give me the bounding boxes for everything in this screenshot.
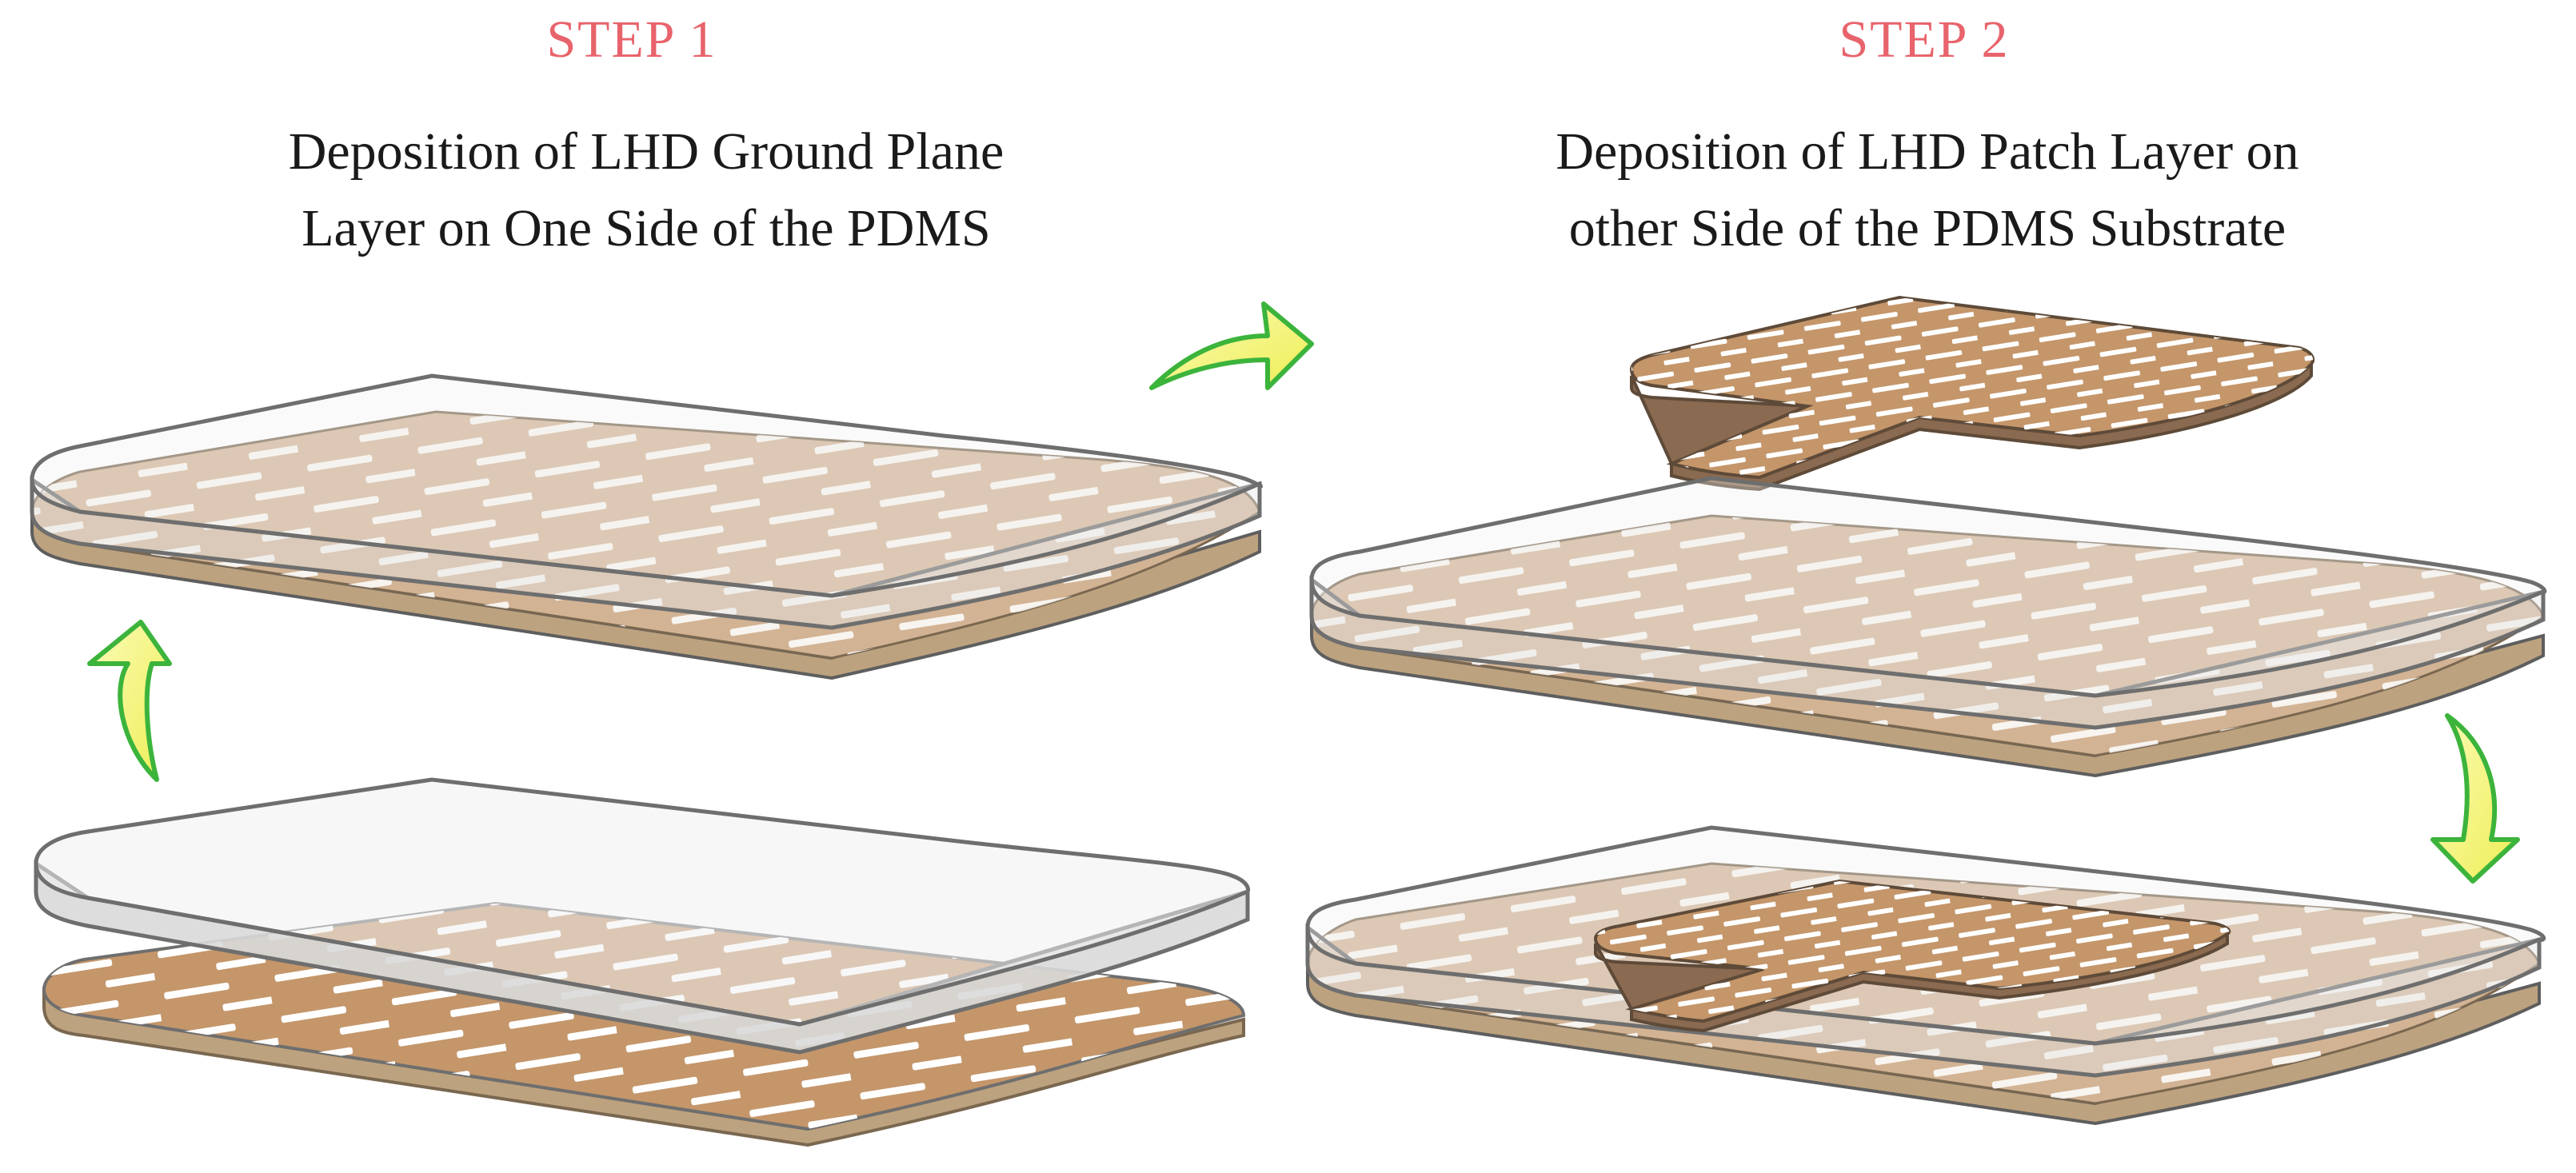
lhd-layer-edge <box>30 509 1261 680</box>
step-1-label: STEP 1 <box>546 10 717 69</box>
pdms-top <box>1309 476 2547 698</box>
step1-ground-plane-on-pdms <box>30 373 1263 680</box>
pdms-edge <box>1305 924 2542 1078</box>
lhd-fiber-texture <box>32 412 1260 658</box>
step-1-description-line-1: Deposition of LHD Ground Plane <box>288 122 1004 181</box>
step2-pdms-with-ground-plane <box>1309 476 2547 778</box>
lhd-patch-deposited <box>1593 879 2231 1033</box>
curved-arrow-up-icon <box>87 620 172 782</box>
curved-arrow-right-icon <box>1149 301 1314 390</box>
lhd-fiber-texture <box>1596 881 2230 1021</box>
step-2-description: Deposition of LHD Patch Layer on other S… <box>1448 114 2407 267</box>
step-1-description-line-2: Layer on One Side of the PDMS <box>302 199 991 257</box>
lhd-fiber-texture <box>1312 516 2543 756</box>
lhd-fiber-texture <box>1631 297 2314 477</box>
lhd-layer-edge <box>1306 960 2541 1126</box>
step-2-description-line-2: other Side of the PDMS Substrate <box>1568 199 2286 257</box>
pdms-top <box>30 373 1263 598</box>
lhd-layer-edge <box>1310 612 2545 778</box>
step-2-label: STEP 2 <box>1839 10 2010 69</box>
step1-pdms-substrate-floating <box>34 777 1251 1055</box>
lhd-layer-edge <box>42 987 1245 1147</box>
pdms-edge <box>1309 576 2546 730</box>
curved-arrow-down-icon <box>2430 713 2520 884</box>
pdms-edge <box>30 476 1262 630</box>
pdms-edge <box>34 860 1250 1055</box>
step2-final-antenna <box>1305 825 2546 1126</box>
step-2-description-line-1: Deposition of LHD Patch Layer on <box>1556 122 2299 181</box>
patch-edge <box>1630 361 2313 492</box>
pdms-top <box>34 777 1251 1027</box>
step2-lhd-patch-floating <box>1629 295 2315 492</box>
step-1-description: Deposition of LHD Ground Plane Layer on … <box>166 114 1126 267</box>
